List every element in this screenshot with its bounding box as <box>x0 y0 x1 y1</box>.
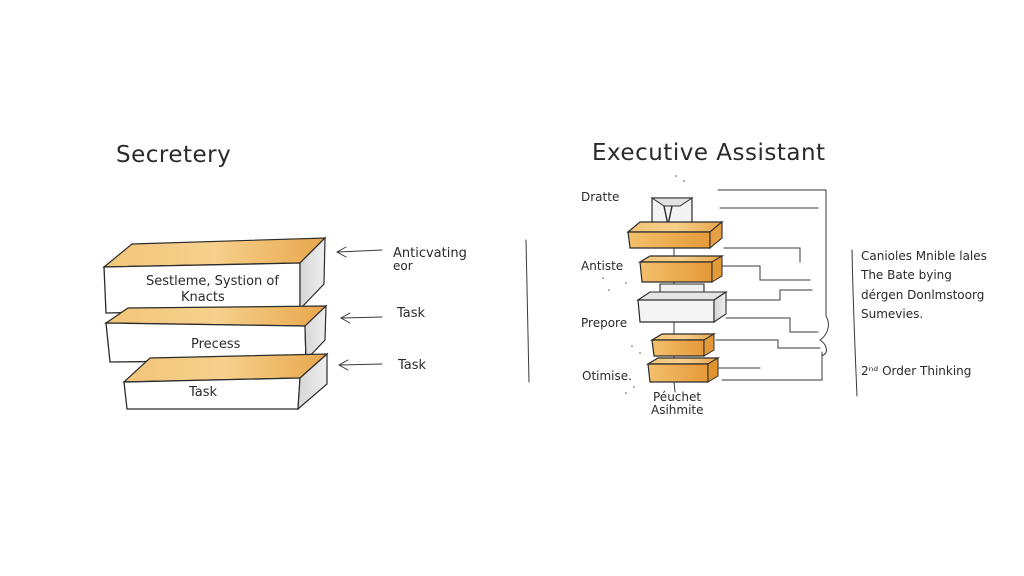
note-footnote: 2ⁿᵈ Order Thinking <box>861 364 971 378</box>
left-layer-2-label: Precess <box>191 337 241 352</box>
stack-base-label-2: Asihmite <box>651 403 704 417</box>
stage-4-blocks <box>645 333 721 393</box>
stage-4-label: Otimise. <box>582 369 632 383</box>
stage-3-label: Prepore <box>581 316 627 330</box>
left-layer-3-label: Task <box>188 385 218 400</box>
left-annotation-3-label: Task <box>397 358 427 373</box>
left-annotation-1-label-2: eor <box>393 259 413 273</box>
left-layer-1-label-2: Knacts <box>181 290 225 305</box>
stack-base-label: Péuchet <box>653 390 701 404</box>
left-layer-1: Sestleme, Systion of Knacts <box>102 236 327 314</box>
right-title: Executive Assistant <box>592 140 826 166</box>
note-line-3: dérgen Donlmstoorg <box>861 288 984 302</box>
stage-2-label: Antiste <box>581 259 623 273</box>
notes-divider <box>851 249 858 397</box>
left-annotation-2: Task <box>339 306 426 324</box>
connector-lines <box>715 189 829 381</box>
sketch-dots <box>602 175 685 394</box>
left-layer-1-label: Sestleme, Systion of <box>146 274 279 289</box>
left-layer-2: Precess <box>104 304 328 363</box>
note-line-2: The Bate bying <box>860 268 952 282</box>
stage-1-blocks <box>626 197 724 250</box>
left-title: Secretery <box>116 142 231 168</box>
note-line-4: Sumevies. <box>861 307 923 321</box>
left-annotation-3: Task <box>337 358 427 373</box>
stage-1-label: Dratte <box>581 190 619 204</box>
stage-3-blocks <box>636 290 728 324</box>
left-annotation-1-label: Anticvating <box>393 246 467 261</box>
left-layer-3: Task <box>122 352 329 411</box>
note-line-1: Canioles Mnible lales <box>861 249 987 263</box>
left-annotation-1: Anticvating eor <box>335 246 467 273</box>
left-annotation-2-label: Task <box>396 306 426 321</box>
center-divider <box>525 239 530 383</box>
